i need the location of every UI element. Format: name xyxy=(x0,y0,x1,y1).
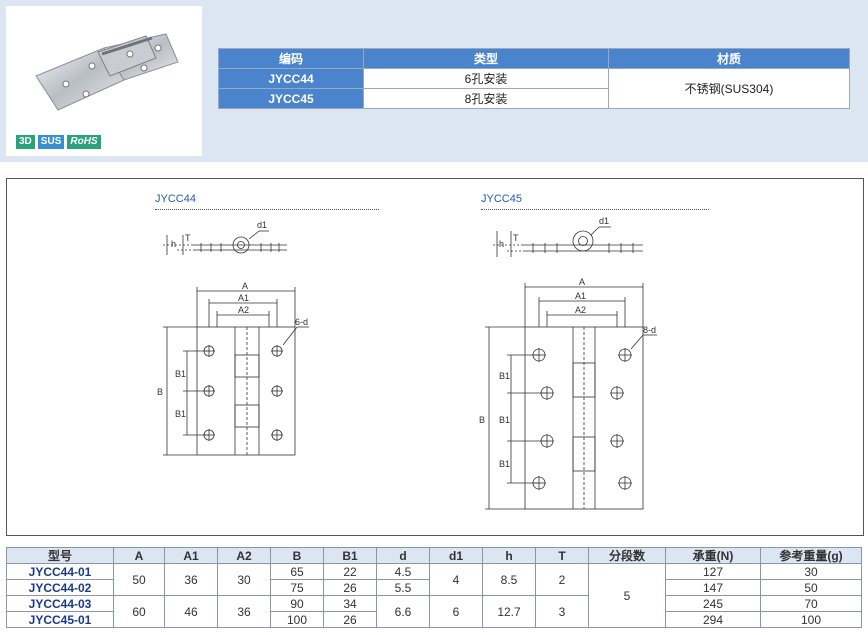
dim-label-b: B xyxy=(157,387,163,397)
cell-b1: 22 xyxy=(323,563,377,580)
cell-b: 65 xyxy=(270,563,324,580)
cell-segments: 5 xyxy=(588,563,666,628)
dim-label-a1: A1 xyxy=(238,293,249,303)
cell-weight: 70 xyxy=(760,595,862,612)
cell-a: 50 xyxy=(113,563,165,596)
hinge-drawings: h T d1 A A1 A2 6-d B B1 B1 h T d1 A A1 A… xyxy=(157,216,657,510)
cell-d: 6.6 xyxy=(376,595,430,628)
spec-header-code: 编码 xyxy=(218,48,364,69)
cell-b: 90 xyxy=(270,595,324,612)
dim-label-b1: B1 xyxy=(499,371,510,381)
cell-weight: 30 xyxy=(760,563,862,580)
col-header-b1: B1 xyxy=(323,547,377,564)
cell-load: 294 xyxy=(665,611,761,628)
spec-code: JYCC44 xyxy=(218,68,364,89)
col-header-model: 型号 xyxy=(6,547,114,564)
cell-weight: 100 xyxy=(760,611,862,628)
col-header-a1: A1 xyxy=(164,547,218,564)
cell-b1: 34 xyxy=(323,595,377,612)
spec-type: 8孔安装 xyxy=(363,88,609,109)
hinge-photo-icon xyxy=(35,33,179,111)
dim-label-t: T xyxy=(513,233,519,243)
cell-model: JYCC44-03 xyxy=(6,595,114,612)
dim-label-a: A xyxy=(242,281,248,291)
table-row: JYCC44-03 60 46 36 90 34 6.6 6 12.7 3 24… xyxy=(6,595,862,628)
col-header-segments: 分段数 xyxy=(588,547,666,564)
col-header-weight: 参考重量(g) xyxy=(760,547,862,564)
col-header-a: A xyxy=(113,547,165,564)
spec-type: 6孔安装 xyxy=(363,68,609,89)
product-photo: 3D SUS RoHS xyxy=(6,6,202,156)
table-row: JYCC45-01 100 26 294 100 xyxy=(6,611,862,628)
spec-code: JYCC45 xyxy=(218,88,364,109)
col-header-t: T xyxy=(535,547,589,564)
col-header-d: d xyxy=(376,547,430,564)
cell-h: 12.7 xyxy=(482,595,536,628)
cell-b: 75 xyxy=(270,579,324,596)
dim-label-b: B xyxy=(479,415,485,425)
cell-a: 60 xyxy=(113,595,165,628)
spec-table: 编码 类型 材质 JYCC44 6孔安装 不锈钢(SUS304) JYCC45 … xyxy=(218,48,850,109)
dim-label-h: h xyxy=(171,239,176,249)
col-header-b: B xyxy=(270,547,324,564)
dim-label-hole-right: 8-d xyxy=(643,325,656,335)
model-data-table: 型号 A A1 A2 B B1 d d1 h T 分段数 承重(N) 参考重量(… xyxy=(6,547,862,628)
dim-label-b1: B1 xyxy=(175,369,186,379)
cell-load: 147 xyxy=(665,579,761,596)
col-header-h: h xyxy=(482,547,536,564)
cell-model: JYCC45-01 xyxy=(6,611,114,628)
dim-label-b1: B1 xyxy=(499,459,510,469)
dim-label-a2: A2 xyxy=(238,305,249,315)
dim-label-hole-left: 6-d xyxy=(295,317,308,327)
cell-model: JYCC44-02 xyxy=(6,579,114,596)
cell-a2: 36 xyxy=(217,595,271,628)
cell-load: 245 xyxy=(665,595,761,612)
dim-label-a: A xyxy=(579,277,585,287)
spec-header-material: 材质 xyxy=(608,48,850,69)
table-row: JYCC44-01 50 36 30 65 22 4.5 4 8.5 2 5 1… xyxy=(6,563,862,628)
dim-label-t: T xyxy=(185,233,191,243)
drawing-title-underline xyxy=(155,209,379,210)
cell-d1: 4 xyxy=(429,563,483,596)
dim-label-b1: B1 xyxy=(175,409,186,419)
badge-sus: SUS xyxy=(37,135,65,149)
cell-model: JYCC44-01 xyxy=(6,563,114,580)
cell-a2: 30 xyxy=(217,563,271,596)
col-header-a2: A2 xyxy=(217,547,271,564)
cell-d1: 6 xyxy=(429,595,483,628)
cell-t: 2 xyxy=(535,563,589,596)
cell-h: 8.5 xyxy=(482,563,536,596)
cell-weight: 50 xyxy=(760,579,862,596)
technical-drawing-frame: JYCC44 JYCC45 xyxy=(6,178,864,536)
drawing-title-underline xyxy=(481,209,709,210)
cell-a1: 46 xyxy=(164,595,218,628)
cell-a1: 36 xyxy=(164,563,218,596)
cell-b: 100 xyxy=(270,611,324,628)
spec-material: 不锈钢(SUS304) xyxy=(608,68,850,109)
col-header-load: 承重(N) xyxy=(665,547,761,564)
drawing-title-left: JYCC44 xyxy=(155,193,196,205)
cell-d: 5.5 xyxy=(376,579,430,596)
cell-d: 4.5 xyxy=(376,563,430,580)
badge-3d: 3D xyxy=(16,135,35,149)
dim-label-a2: A2 xyxy=(575,305,586,315)
table-row: JYCC44-02 75 26 5.5 147 50 xyxy=(6,579,862,596)
dim-label-b1: B1 xyxy=(499,415,510,425)
cell-b1: 26 xyxy=(323,579,377,596)
spec-header-type: 类型 xyxy=(363,48,609,69)
dim-label-d1: d1 xyxy=(599,216,609,226)
dim-label-d1: d1 xyxy=(257,220,267,230)
cell-t: 3 xyxy=(535,595,589,628)
cell-b1: 26 xyxy=(323,611,377,628)
col-header-d1: d1 xyxy=(429,547,483,564)
drawing-title-right: JYCC45 xyxy=(481,193,522,205)
dim-label-h: h xyxy=(499,239,504,249)
cell-load: 127 xyxy=(665,563,761,580)
badge-rohs: RoHS xyxy=(67,135,101,149)
dim-label-a1: A1 xyxy=(575,291,586,301)
